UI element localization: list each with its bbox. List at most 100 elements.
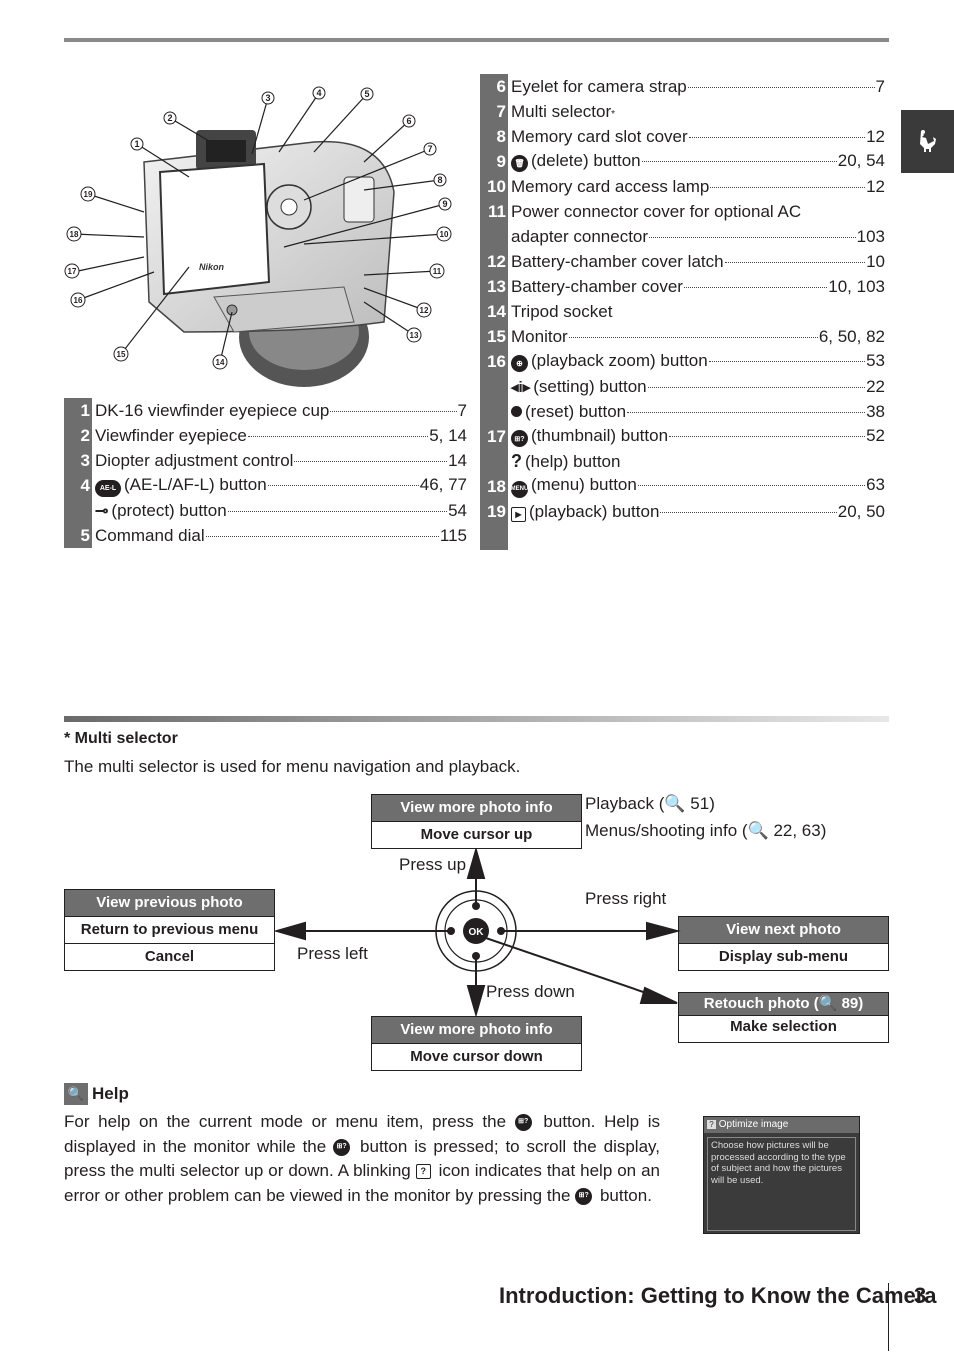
camera-illustration: Nikon 1 2 3 4 5 6 7 8 9 10 11 12 13 14 [64,82,464,400]
leader-dots [267,484,419,486]
callout-19: 19 [84,190,93,199]
callout-4: 4 [316,88,321,98]
table-row: ⊸(protect) button 54 [64,498,467,523]
page-ref: 46, 77 [419,474,467,494]
callout-10: 10 [440,230,449,239]
leader-dots [708,360,866,362]
monitor-screenshot: ? Optimize image Choose how pictures wil… [703,1116,860,1234]
multi-selector-intro: The multi selector is used for menu navi… [64,757,521,776]
table-row: 17⊞?(thumbnail) button 52 [480,424,885,449]
press-left-label: Press left [297,944,368,963]
item-label: Diopter adjustment control [95,450,294,470]
item-number: 6 [480,74,508,99]
leader-dots [724,261,866,263]
item-number: 2 [64,423,92,448]
up-note-playback: Playback (🔍 51) [585,794,715,813]
page-ref: 12 [866,176,885,196]
callout-13: 13 [410,331,419,340]
leader-dots [637,484,866,487]
item-number [480,449,508,474]
callout-7: 7 [427,144,432,154]
item-number: 18 [480,474,508,499]
leader-dots [669,435,866,437]
callout-2: 2 [167,113,172,123]
item-number: 10 [480,174,508,199]
item-number [64,498,92,523]
menu-icon: MENU [511,480,528,498]
callout-16: 16 [74,296,83,305]
key-icon: ⊸ [95,502,109,520]
page-ref: 54 [448,500,467,520]
playback-icon: ▶ [511,506,526,522]
leader-dots [227,510,448,512]
item-label: (protect) button [111,500,227,520]
callout-5: 5 [364,89,369,99]
item-number [480,399,508,424]
callout-14: 14 [216,358,225,367]
callout-12: 12 [420,306,429,315]
help-paragraph: For help on the current mode or menu ite… [64,1112,660,1205]
section-rule [64,716,889,722]
page-number: 3 [914,1283,927,1308]
page-ref: 10, 103 [828,276,885,296]
item-label: Battery-chamber cover latch [511,251,724,271]
item-number: 13 [480,274,508,299]
callout-15: 15 [117,350,126,359]
item-label: (help) button [525,451,621,471]
right-box: View next photo Display sub-menu [678,916,889,971]
item-label: Command dial [95,525,205,545]
leader-dots [627,411,866,413]
item-number: 9 [480,149,508,174]
item-number: 11 [480,199,508,224]
rooster-icon [901,110,954,173]
page-ref: 52 [866,425,885,445]
reset-dot-icon [511,405,522,417]
multi-selector-diagram: OK [273,846,685,1018]
item-number: 15 [480,324,508,349]
item-label: Power connector cover for optional AC [511,201,802,221]
item-label: Memory card access lamp [511,176,710,196]
item-label: adapter connector [511,226,649,246]
item-number [480,374,508,399]
ok-label: OK [469,927,485,938]
leader-dots [660,511,837,513]
item-number [480,224,508,249]
multi-selector-title: * Multi selector [64,730,178,747]
item-number: 14 [480,299,508,324]
ae-l-af-l-icon: AE-L [95,479,121,497]
callout-9: 9 [442,199,447,209]
help-icon: ? [511,450,522,471]
page-ref: 12 [866,126,885,146]
table-row: ?(help) button [480,449,885,474]
item-number: 16 [480,349,508,374]
item-label: (thumbnail) button [531,425,669,445]
page-ref: 7 [457,400,467,420]
footnote-mark: * [611,108,616,120]
item-number: 12 [480,249,508,274]
item-number: 3 [64,448,92,473]
callout-17: 17 [68,267,77,276]
leader-dots [247,435,429,437]
press-right-label: Press right [585,889,667,908]
callout-18: 18 [70,230,79,239]
leader-dots [710,186,866,188]
item-label: Memory card slot cover [511,126,688,146]
page-ref: 20, 50 [837,501,885,521]
item-number: 17 [480,424,508,449]
item-number: 1 [64,398,92,423]
thumbnail-icon: ⊞? [511,430,528,448]
up-note-menus: Menus/shooting info (🔍 22, 63) [585,821,827,840]
leader-dots [647,386,866,388]
press-down-label: Press down [486,982,575,1001]
